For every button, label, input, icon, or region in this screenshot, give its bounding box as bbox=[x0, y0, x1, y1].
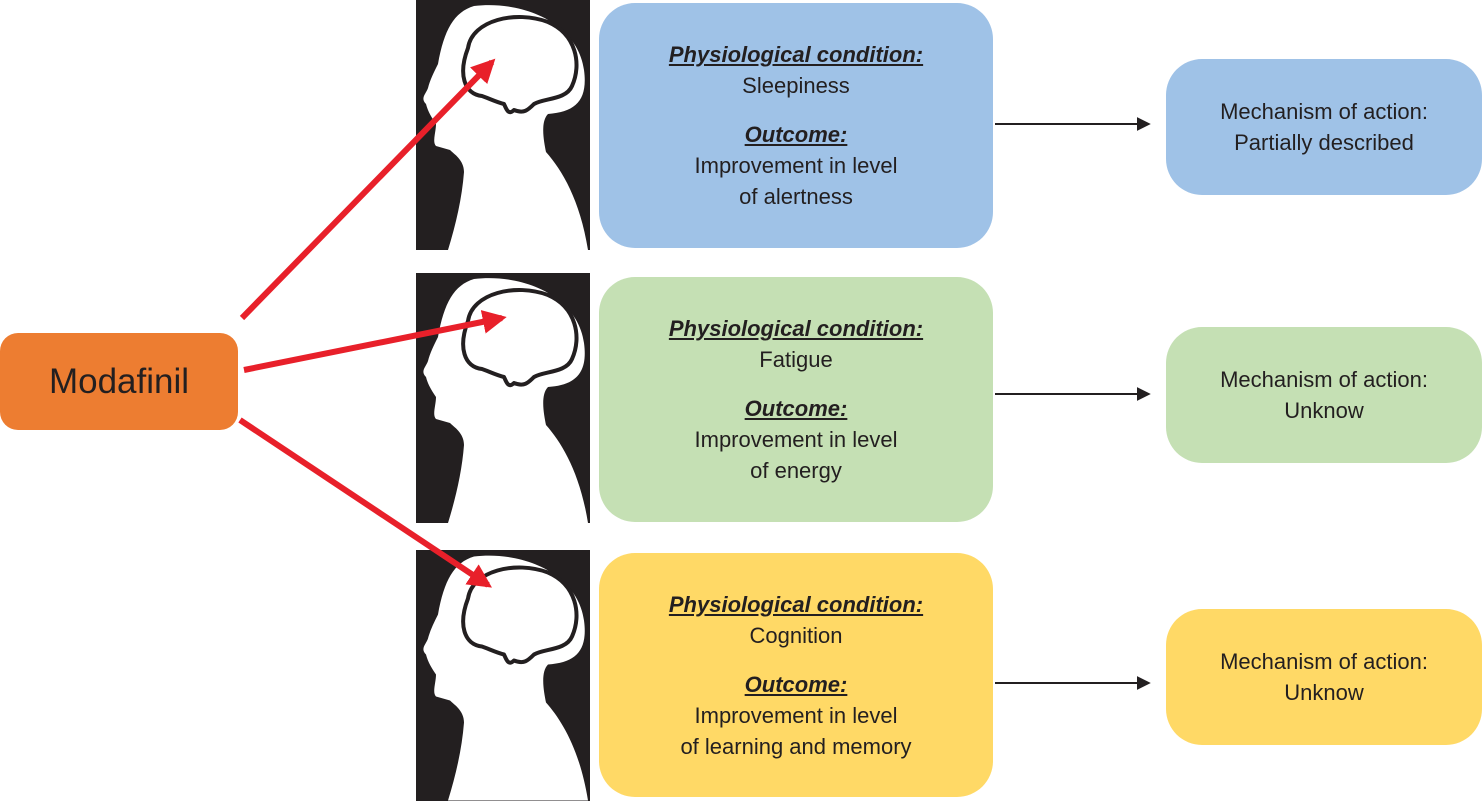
drug-label: Modafinil bbox=[48, 361, 190, 401]
mechanism-box-fatigue: Mechanism of action: Unknow bbox=[1166, 327, 1482, 463]
mechanism-label: Mechanism of action: bbox=[1220, 649, 1428, 674]
mechanism-label: Mechanism of action: bbox=[1220, 367, 1428, 392]
effect-box-sleepiness: Physiological condition: Sleepiness Outc… bbox=[599, 3, 993, 248]
condition-value: Cognition bbox=[749, 622, 843, 648]
effect-box-fatigue: Physiological condition: Fatigue Outcome… bbox=[599, 277, 993, 522]
effect-box-cognition: Physiological condition: Cognition Outco… bbox=[599, 553, 993, 797]
mechanism-value: Unknow bbox=[1284, 398, 1364, 423]
head-panel-fatigue bbox=[416, 273, 590, 523]
outcome-header: Outcome: bbox=[744, 396, 848, 421]
outcome-header: Outcome: bbox=[744, 671, 848, 697]
mechanism-box-cognition: Mechanism of action: Unknow bbox=[1166, 609, 1482, 745]
head-brain-silhouette-icon bbox=[423, 555, 588, 801]
mechanism-value: Partially described bbox=[1234, 130, 1414, 155]
condition-value: Fatigue bbox=[759, 347, 833, 372]
condition-value: Sleepiness bbox=[742, 73, 850, 98]
condition-header: Physiological condition: bbox=[668, 42, 924, 67]
outcome-line: Improvement in level bbox=[694, 427, 898, 452]
head-panel-sleepiness bbox=[416, 0, 590, 250]
outcome-header: Outcome: bbox=[744, 122, 848, 147]
mechanism-value: Unknow bbox=[1284, 680, 1364, 705]
outcome-line: Improvement in level bbox=[694, 153, 898, 178]
head-panel-cognition bbox=[416, 550, 590, 801]
condition-header: Physiological condition: bbox=[668, 316, 924, 341]
mechanism-label: Mechanism of action: bbox=[1220, 99, 1428, 124]
outcome-line: of learning and memory bbox=[680, 733, 912, 759]
drug-box: Modafinil bbox=[0, 333, 238, 430]
head-brain-silhouette-icon bbox=[423, 278, 588, 523]
outcome-line: of alertness bbox=[739, 184, 853, 209]
condition-header: Physiological condition: bbox=[668, 591, 924, 617]
head-brain-silhouette-icon bbox=[423, 5, 588, 250]
mechanism-box-sleepiness: Mechanism of action: Partially described bbox=[1166, 59, 1482, 195]
outcome-line: of energy bbox=[750, 458, 842, 483]
outcome-line: Improvement in level bbox=[694, 702, 898, 728]
